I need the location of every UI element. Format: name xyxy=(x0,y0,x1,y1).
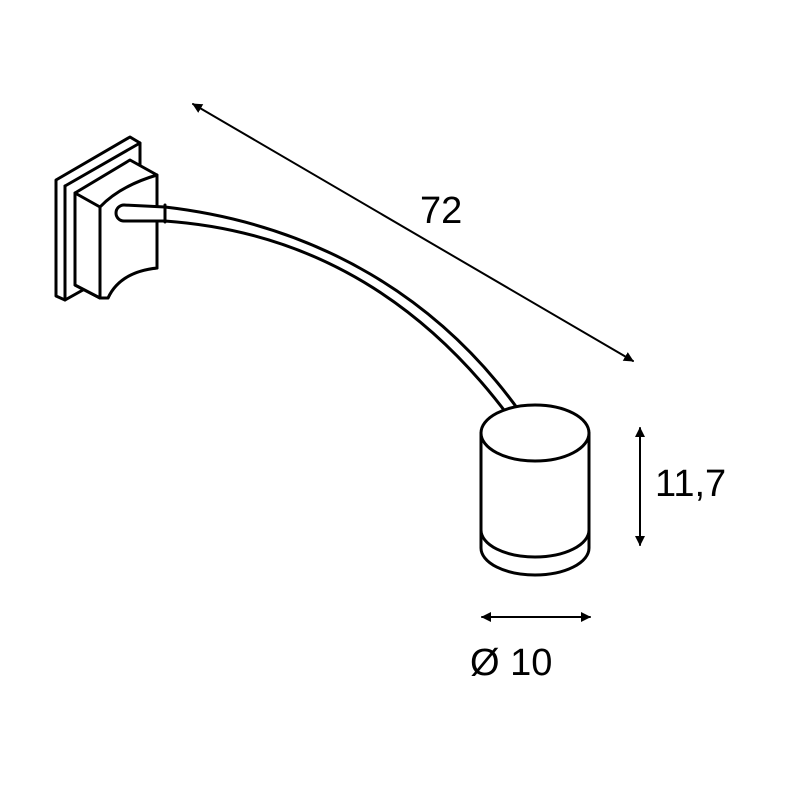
head-diameter-label: Ø 10 xyxy=(470,642,553,684)
head-height-label: 11,7 xyxy=(655,463,727,505)
arm xyxy=(114,203,522,420)
lamp-head xyxy=(479,403,591,577)
arm-length-label: 72 xyxy=(420,190,463,232)
length-dimension-arrow xyxy=(192,103,634,362)
mount-block xyxy=(73,158,159,300)
